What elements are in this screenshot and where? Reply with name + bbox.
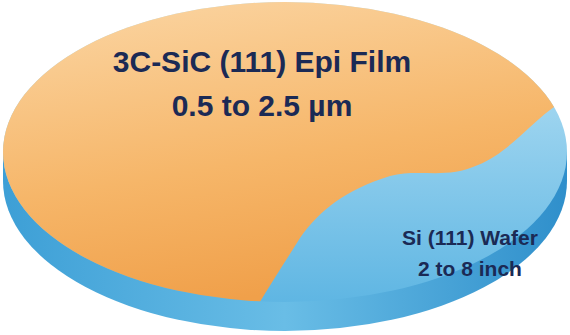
layer-size: 0.5 to 2.5 µm xyxy=(113,84,411,128)
layer-name: 3C-SiC (111) Epi Film xyxy=(113,40,411,84)
layer-name: Si (111) Wafer xyxy=(402,222,538,253)
layer-size: 2 to 8 inch xyxy=(402,253,538,284)
epi-film xyxy=(0,0,570,310)
film-label-group: 3C-SiC (111) Epi Film0.5 to 2.5 µm xyxy=(113,40,411,128)
wafer-label-group: Si (111) Wafer2 to 8 inch xyxy=(402,222,538,284)
